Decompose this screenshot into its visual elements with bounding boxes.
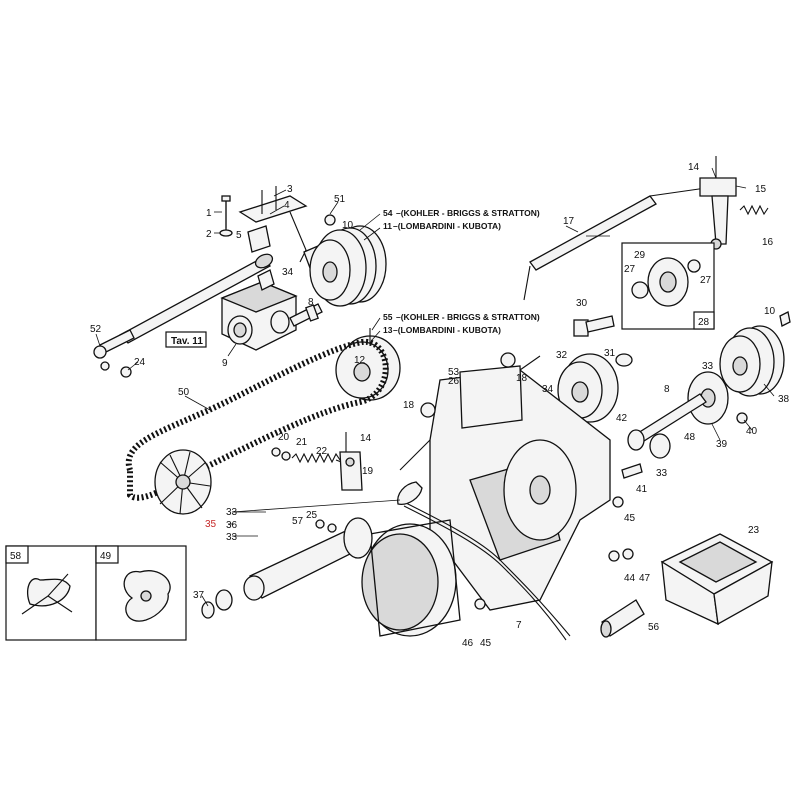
callout-7: 7 (516, 620, 522, 631)
note-13: –(LOMBARDINI - KUBOTA) (393, 325, 501, 335)
callout-49: 49 (100, 551, 112, 562)
callout-8-mid: 8 (664, 384, 670, 395)
drum-cylinder (361, 519, 461, 637)
callout-33-right: 33 (702, 361, 714, 372)
callout-25: 25 (306, 510, 318, 521)
callout-30: 30 (576, 298, 588, 309)
pulley-middle (335, 328, 401, 401)
callout-34-top: 34 (282, 267, 294, 278)
lever-arm (699, 156, 769, 250)
idler-pulley-box (621, 242, 715, 330)
callout-19: 19 (362, 466, 374, 477)
rotor-shaft (201, 517, 373, 619)
tav-label: Tav. 11 (171, 336, 203, 347)
callout-5: 5 (236, 230, 242, 241)
blower-housing (399, 355, 611, 611)
callout-33-left: 33 (226, 507, 238, 518)
callout-14-top: 14 (688, 162, 700, 173)
callout-10-right: 10 (764, 306, 776, 317)
callout-54: 54 (383, 208, 393, 218)
pulley-32 (557, 353, 633, 423)
callout-46: 46 (462, 638, 474, 649)
callout-26: 26 (448, 376, 460, 387)
callout-44: 44 (624, 573, 636, 584)
control-cable (399, 499, 571, 641)
callout-45-right: 45 (624, 513, 636, 524)
callout-41: 41 (636, 484, 648, 495)
callout-31: 31 (604, 348, 616, 359)
callout-16: 16 (762, 237, 774, 248)
callout-58: 58 (10, 551, 22, 562)
callout-21: 21 (296, 437, 308, 448)
callout-18-top: 18 (516, 373, 528, 384)
callout-17: 17 (563, 216, 575, 227)
callout-35: 35 (205, 519, 217, 530)
callout-9: 9 (222, 358, 228, 369)
callout-39: 39 (716, 439, 728, 450)
bolt (573, 315, 615, 337)
callout-57: 57 (292, 516, 304, 527)
callout-56: 56 (648, 622, 660, 633)
chute (660, 533, 774, 626)
callout-27-right: 27 (700, 275, 712, 286)
callout-33-mid: 33 (656, 468, 668, 479)
callout-3: 3 (287, 184, 293, 195)
callout-14-mid: 14 (360, 433, 372, 444)
callout-20: 20 (278, 432, 290, 443)
callout-labels: 1 2 3 4 5 51 10 54 –(KOHLER - BRIGGS & S… (10, 162, 790, 649)
callout-53: 53 (448, 367, 460, 378)
pulley-upper (309, 225, 387, 307)
callout-4: 4 (284, 200, 290, 211)
callout-28: 28 (698, 317, 710, 328)
cooling-fan (154, 449, 212, 515)
callout-55: 55 (383, 312, 393, 322)
callout-12: 12 (354, 355, 366, 366)
callout-22: 22 (316, 446, 328, 457)
note-54: –(KOHLER - BRIGGS & STRATTON) (396, 208, 540, 218)
callout-42: 42 (616, 413, 628, 424)
callout-24: 24 (134, 357, 146, 368)
callout-23: 23 (748, 525, 760, 536)
callout-1: 1 (206, 208, 212, 219)
callout-8-top: 8 (308, 297, 314, 308)
drive-shaft-top (93, 253, 274, 378)
callout-40: 40 (746, 426, 758, 437)
bushing (600, 599, 645, 638)
clamp (339, 432, 363, 491)
callout-33-lower: 33 (226, 532, 238, 543)
callout-50: 50 (178, 387, 190, 398)
callout-10-top: 10 (342, 220, 354, 231)
callout-36: 36 (226, 520, 238, 531)
callout-11: 11 (383, 221, 392, 231)
callout-32: 32 (556, 350, 568, 361)
inset-box-58 (5, 545, 97, 641)
pulley-right (719, 311, 791, 397)
note-55: –(KOHLER - BRIGGS & STRATTON) (396, 312, 540, 322)
callout-18-mid: 18 (403, 400, 415, 411)
callout-34-mid: 34 (542, 384, 554, 395)
leader-lines (95, 167, 775, 607)
hardware-small (327, 352, 643, 610)
hub-shaft (627, 371, 748, 459)
callout-45-lower: 45 (480, 638, 492, 649)
tav-reference: Tav. 11 (165, 331, 207, 348)
callout-51: 51 (334, 194, 346, 205)
callout-2: 2 (206, 229, 212, 240)
callout-52: 52 (90, 324, 102, 335)
callout-48: 48 (684, 432, 696, 443)
callout-27-left: 27 (624, 264, 636, 275)
callout-13: 13 (383, 325, 393, 335)
inset-box-49 (95, 545, 187, 641)
callout-29: 29 (634, 250, 646, 261)
callout-47: 47 (639, 573, 651, 584)
callout-15: 15 (755, 184, 767, 195)
control-rod (523, 187, 707, 301)
callout-38: 38 (778, 394, 790, 405)
mounting-bracket (219, 186, 336, 322)
note-11: –(LOMBARDINI - KUBOTA) (393, 221, 501, 231)
callout-37: 37 (193, 590, 205, 601)
